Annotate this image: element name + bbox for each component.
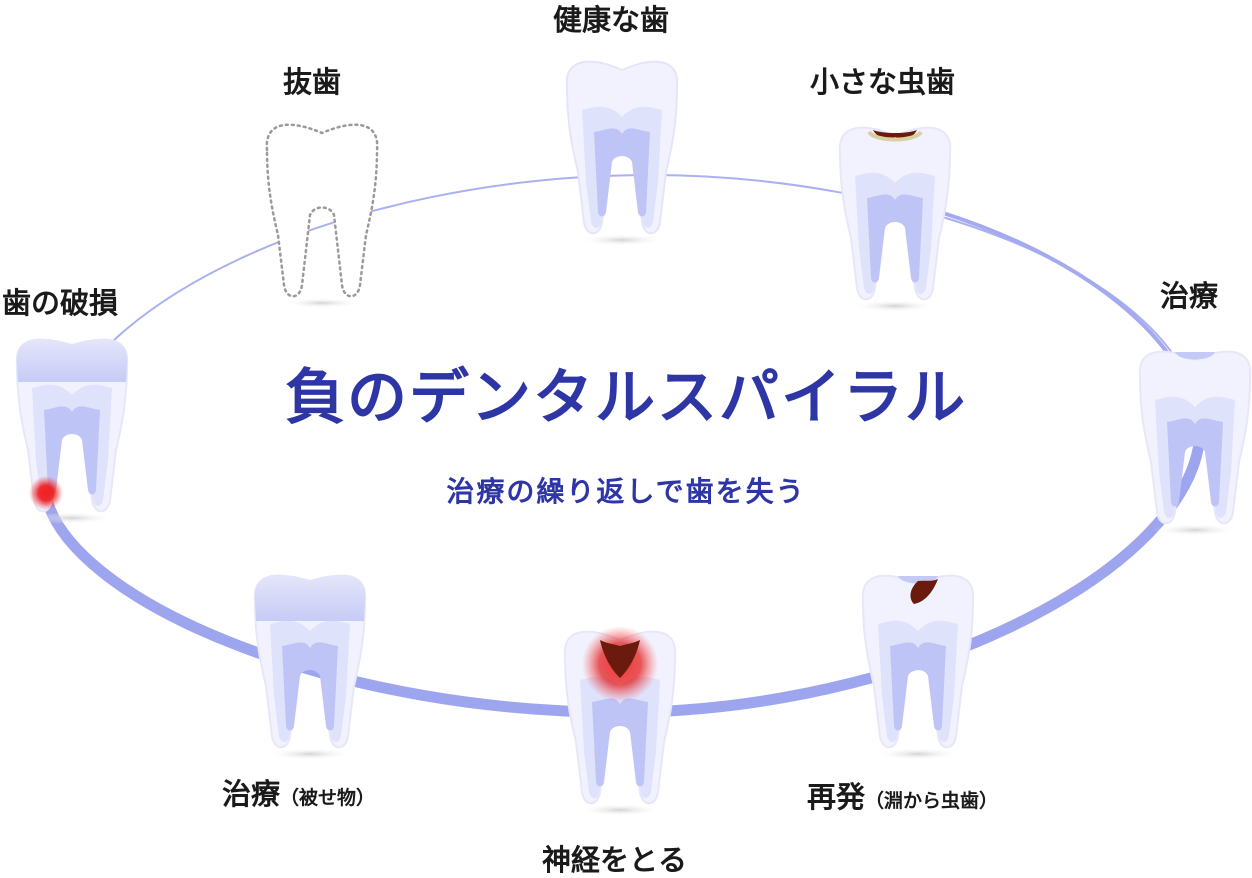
tooth-treatment: [1138, 350, 1252, 536]
label-recurrence: 再発（淵から虫歯）: [807, 780, 999, 814]
nerve-decay-mark: [600, 640, 640, 678]
recurrent-decay-mark: [910, 579, 938, 604]
tooth-healthy: [565, 60, 679, 246]
diagram-subtitle: 治療の繰り返しで歯を失う: [446, 475, 806, 508]
label-nerve-removal: 神経をとる: [542, 843, 688, 877]
label-fracture: 歯の破損: [2, 286, 119, 320]
tooth-nerve-removal: [563, 626, 677, 816]
fractured-crown-cap: [16, 338, 128, 382]
tooth-small-cavity: [838, 126, 952, 312]
crown-cap: [254, 574, 366, 621]
tooth-extraction: [265, 123, 379, 308]
tooth-fracture: [15, 338, 129, 524]
label-crown-treatment: 治療（被せ物）: [222, 777, 376, 811]
diagram-title: 負のデンタルスパイラル: [285, 363, 967, 433]
label-crown-note: （被せ物）: [280, 787, 376, 809]
label-healthy-tooth: 健康な歯: [553, 3, 670, 37]
label-small-cavity: 小さな虫歯: [810, 65, 956, 99]
label-recurrence-note: （淵から虫歯）: [865, 790, 999, 812]
tooth-crown: [253, 574, 367, 760]
filling-mark: [1175, 352, 1215, 360]
fracture-inflammation-dot: [29, 476, 63, 510]
tooth-recurrence: [861, 574, 975, 760]
label-treatment: 治療: [1160, 279, 1219, 313]
label-extraction: 抜歯: [283, 65, 342, 99]
